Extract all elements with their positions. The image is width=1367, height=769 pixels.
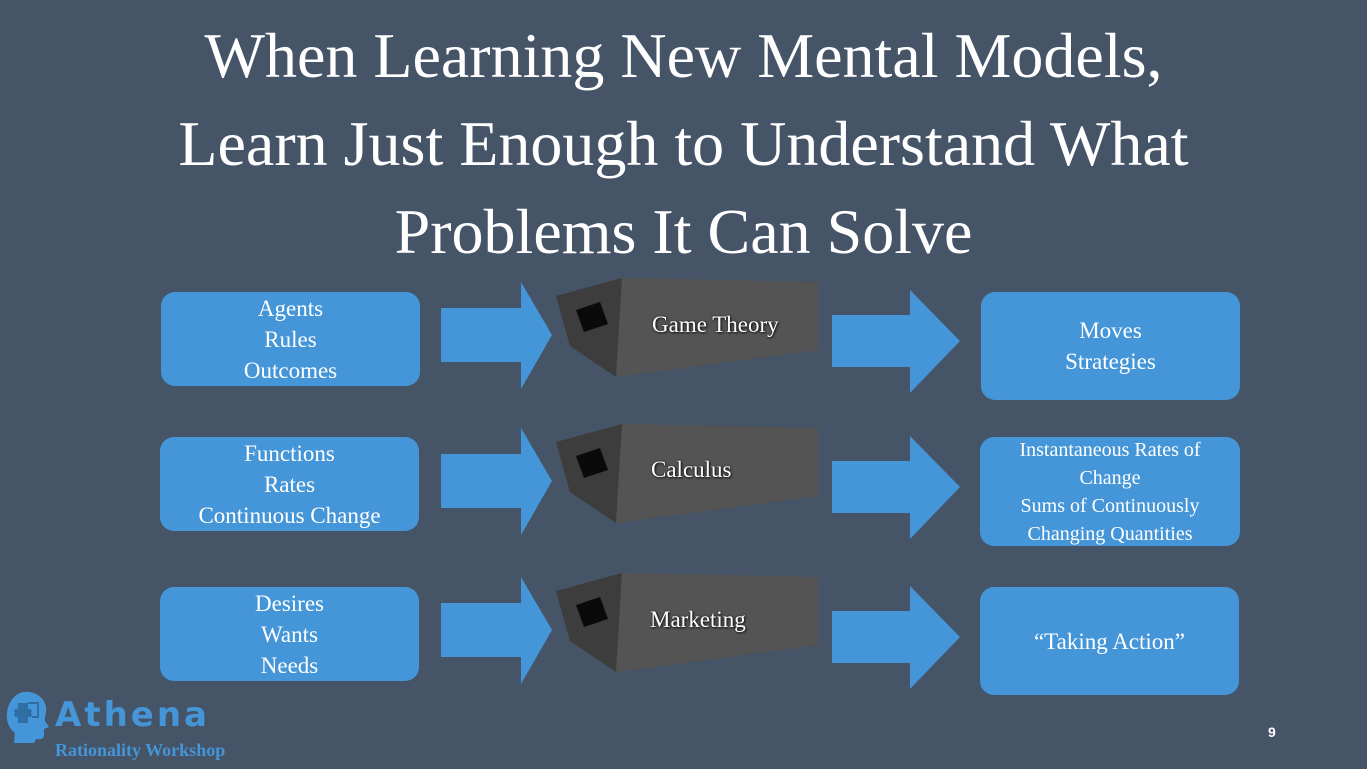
- input-box-marketing: Desires Wants Needs: [160, 587, 419, 681]
- page-number: 9: [1268, 724, 1276, 740]
- model-label: Calculus: [651, 457, 732, 482]
- title-line-1: When Learning New Mental Models,: [204, 20, 1163, 91]
- black-box-icon: [556, 424, 818, 523]
- black-box-marketing: Marketing: [556, 573, 818, 673]
- input-item: Outcomes: [243, 357, 338, 383]
- output-item: Changing Quantities: [1027, 522, 1193, 545]
- output-box-marketing: “Taking Action”: [980, 587, 1239, 695]
- output-item: Sums of Continuously: [1020, 494, 1200, 517]
- arrow-icon: [441, 282, 552, 389]
- input-item: Wants: [261, 621, 318, 647]
- arrow-icon: [832, 436, 960, 539]
- input-item: Rates: [263, 471, 316, 497]
- arrow-icon: [832, 586, 960, 689]
- arrow-icon: [441, 577, 552, 684]
- output-item: Instantaneous Rates of: [1019, 438, 1201, 461]
- input-item: Functions: [244, 440, 335, 466]
- input-box-calculus: Functions Rates Continuous Change: [160, 437, 419, 531]
- head-puzzle-icon: [6, 691, 49, 743]
- logo-name: Athena: [55, 695, 210, 735]
- output-item: “Taking Action”: [1033, 628, 1186, 654]
- model-label: Game Theory: [652, 312, 779, 337]
- input-item: Agents: [257, 295, 324, 321]
- model-label: Marketing: [650, 607, 746, 632]
- title-line-3: Problems It Can Solve: [394, 196, 973, 267]
- black-box-icon: [556, 278, 818, 377]
- title-line-2: Learn Just Enough to Understand What: [178, 108, 1189, 179]
- black-box-calculus: Calculus: [556, 424, 818, 524]
- output-item: Change: [1079, 466, 1141, 489]
- output-box-calculus: Instantaneous Rates of Change Sums of Co…: [980, 437, 1240, 546]
- input-item: Desires: [255, 590, 324, 616]
- output-item: Moves: [1079, 318, 1142, 343]
- slide-title: When Learning New Mental Models, Learn J…: [0, 12, 1367, 276]
- output-item: Strategies: [1065, 349, 1156, 374]
- arrow-icon: [441, 428, 552, 535]
- logo-subtitle: Rationality Workshop: [55, 740, 226, 760]
- input-item: Rules: [264, 326, 317, 352]
- input-box-game-theory: Agents Rules Outcomes: [161, 292, 420, 386]
- input-item: Continuous Change: [198, 502, 381, 528]
- output-box-game-theory: Moves Strategies: [981, 292, 1240, 400]
- input-item: Needs: [260, 652, 319, 678]
- arrow-icon: [832, 290, 960, 393]
- black-box-icon: [556, 573, 818, 672]
- black-box-game-theory: Game Theory: [556, 278, 818, 378]
